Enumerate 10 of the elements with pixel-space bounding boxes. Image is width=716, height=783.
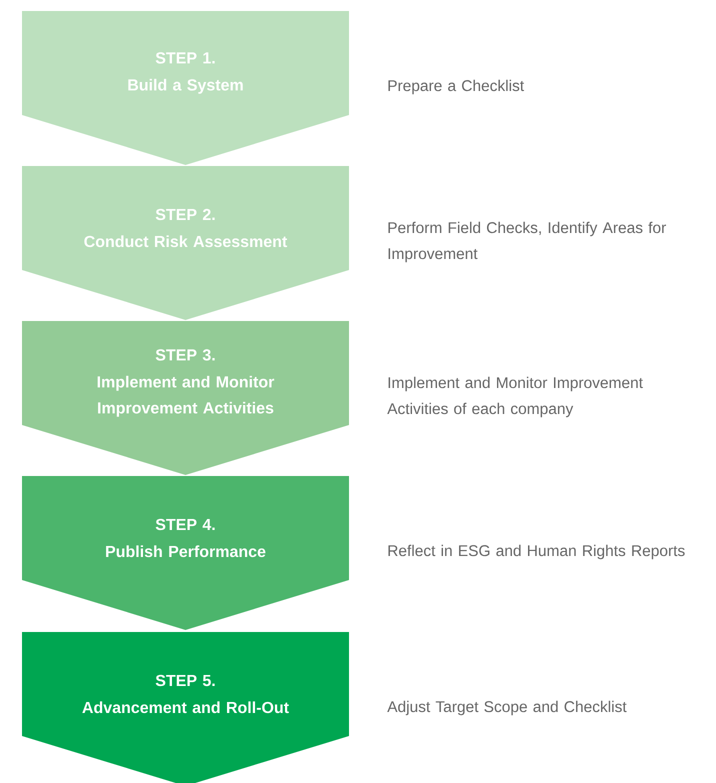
step-description: Reflect in ESG and Human Rights Reports xyxy=(388,544,685,560)
step-banner: STEP 2. Conduct Risk Assessment xyxy=(22,166,349,320)
step-banner: STEP 1. Build a System xyxy=(22,11,349,165)
step-description: Prepare a Checklist xyxy=(388,80,524,94)
step-description: Implement and Monitor Improvement Activities of each company xyxy=(387,376,643,418)
step-banner: STEP 4. Publish Performance xyxy=(22,476,349,630)
step-description: Perform Field Checks, Identify Areas for Improvement xyxy=(388,222,666,262)
step-banner: STEP 5. Advancement and Roll-Out xyxy=(22,632,349,783)
step-description: Adjust Target Scope and Checklist xyxy=(387,700,627,716)
step-banner: STEP 3. Implement and Monitor Improvement Activities xyxy=(22,321,349,475)
